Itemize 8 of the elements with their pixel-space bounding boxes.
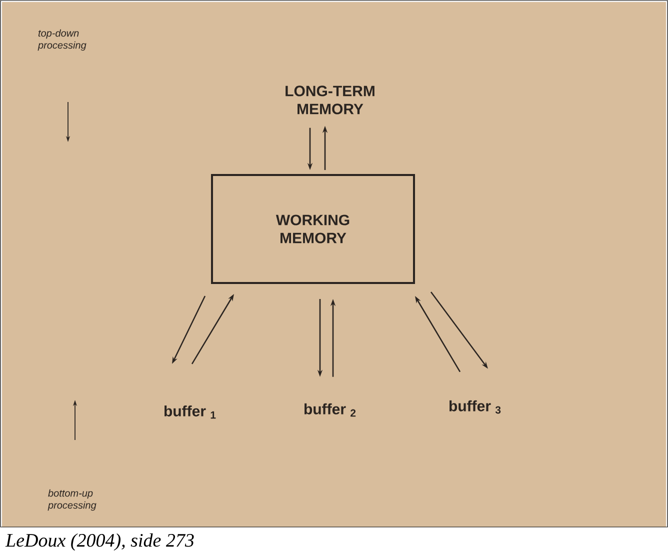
processing-note: bottom-up processing bbox=[48, 489, 96, 511]
memory-box: WORKING MEMORY bbox=[211, 174, 415, 284]
caption: LeDoux (2004), side 273 bbox=[5, 533, 194, 551]
buffer-label: buffer $_{2}$ bbox=[304, 403, 356, 417]
buffer-label: buffer $_{3}$ bbox=[450, 400, 501, 414]
processing-note: top-down processing bbox=[38, 29, 86, 51]
buffer-label: buffer $_{1}$ bbox=[164, 405, 216, 419]
memory-label: LONG-TERM MEMORY bbox=[286, 86, 374, 114]
